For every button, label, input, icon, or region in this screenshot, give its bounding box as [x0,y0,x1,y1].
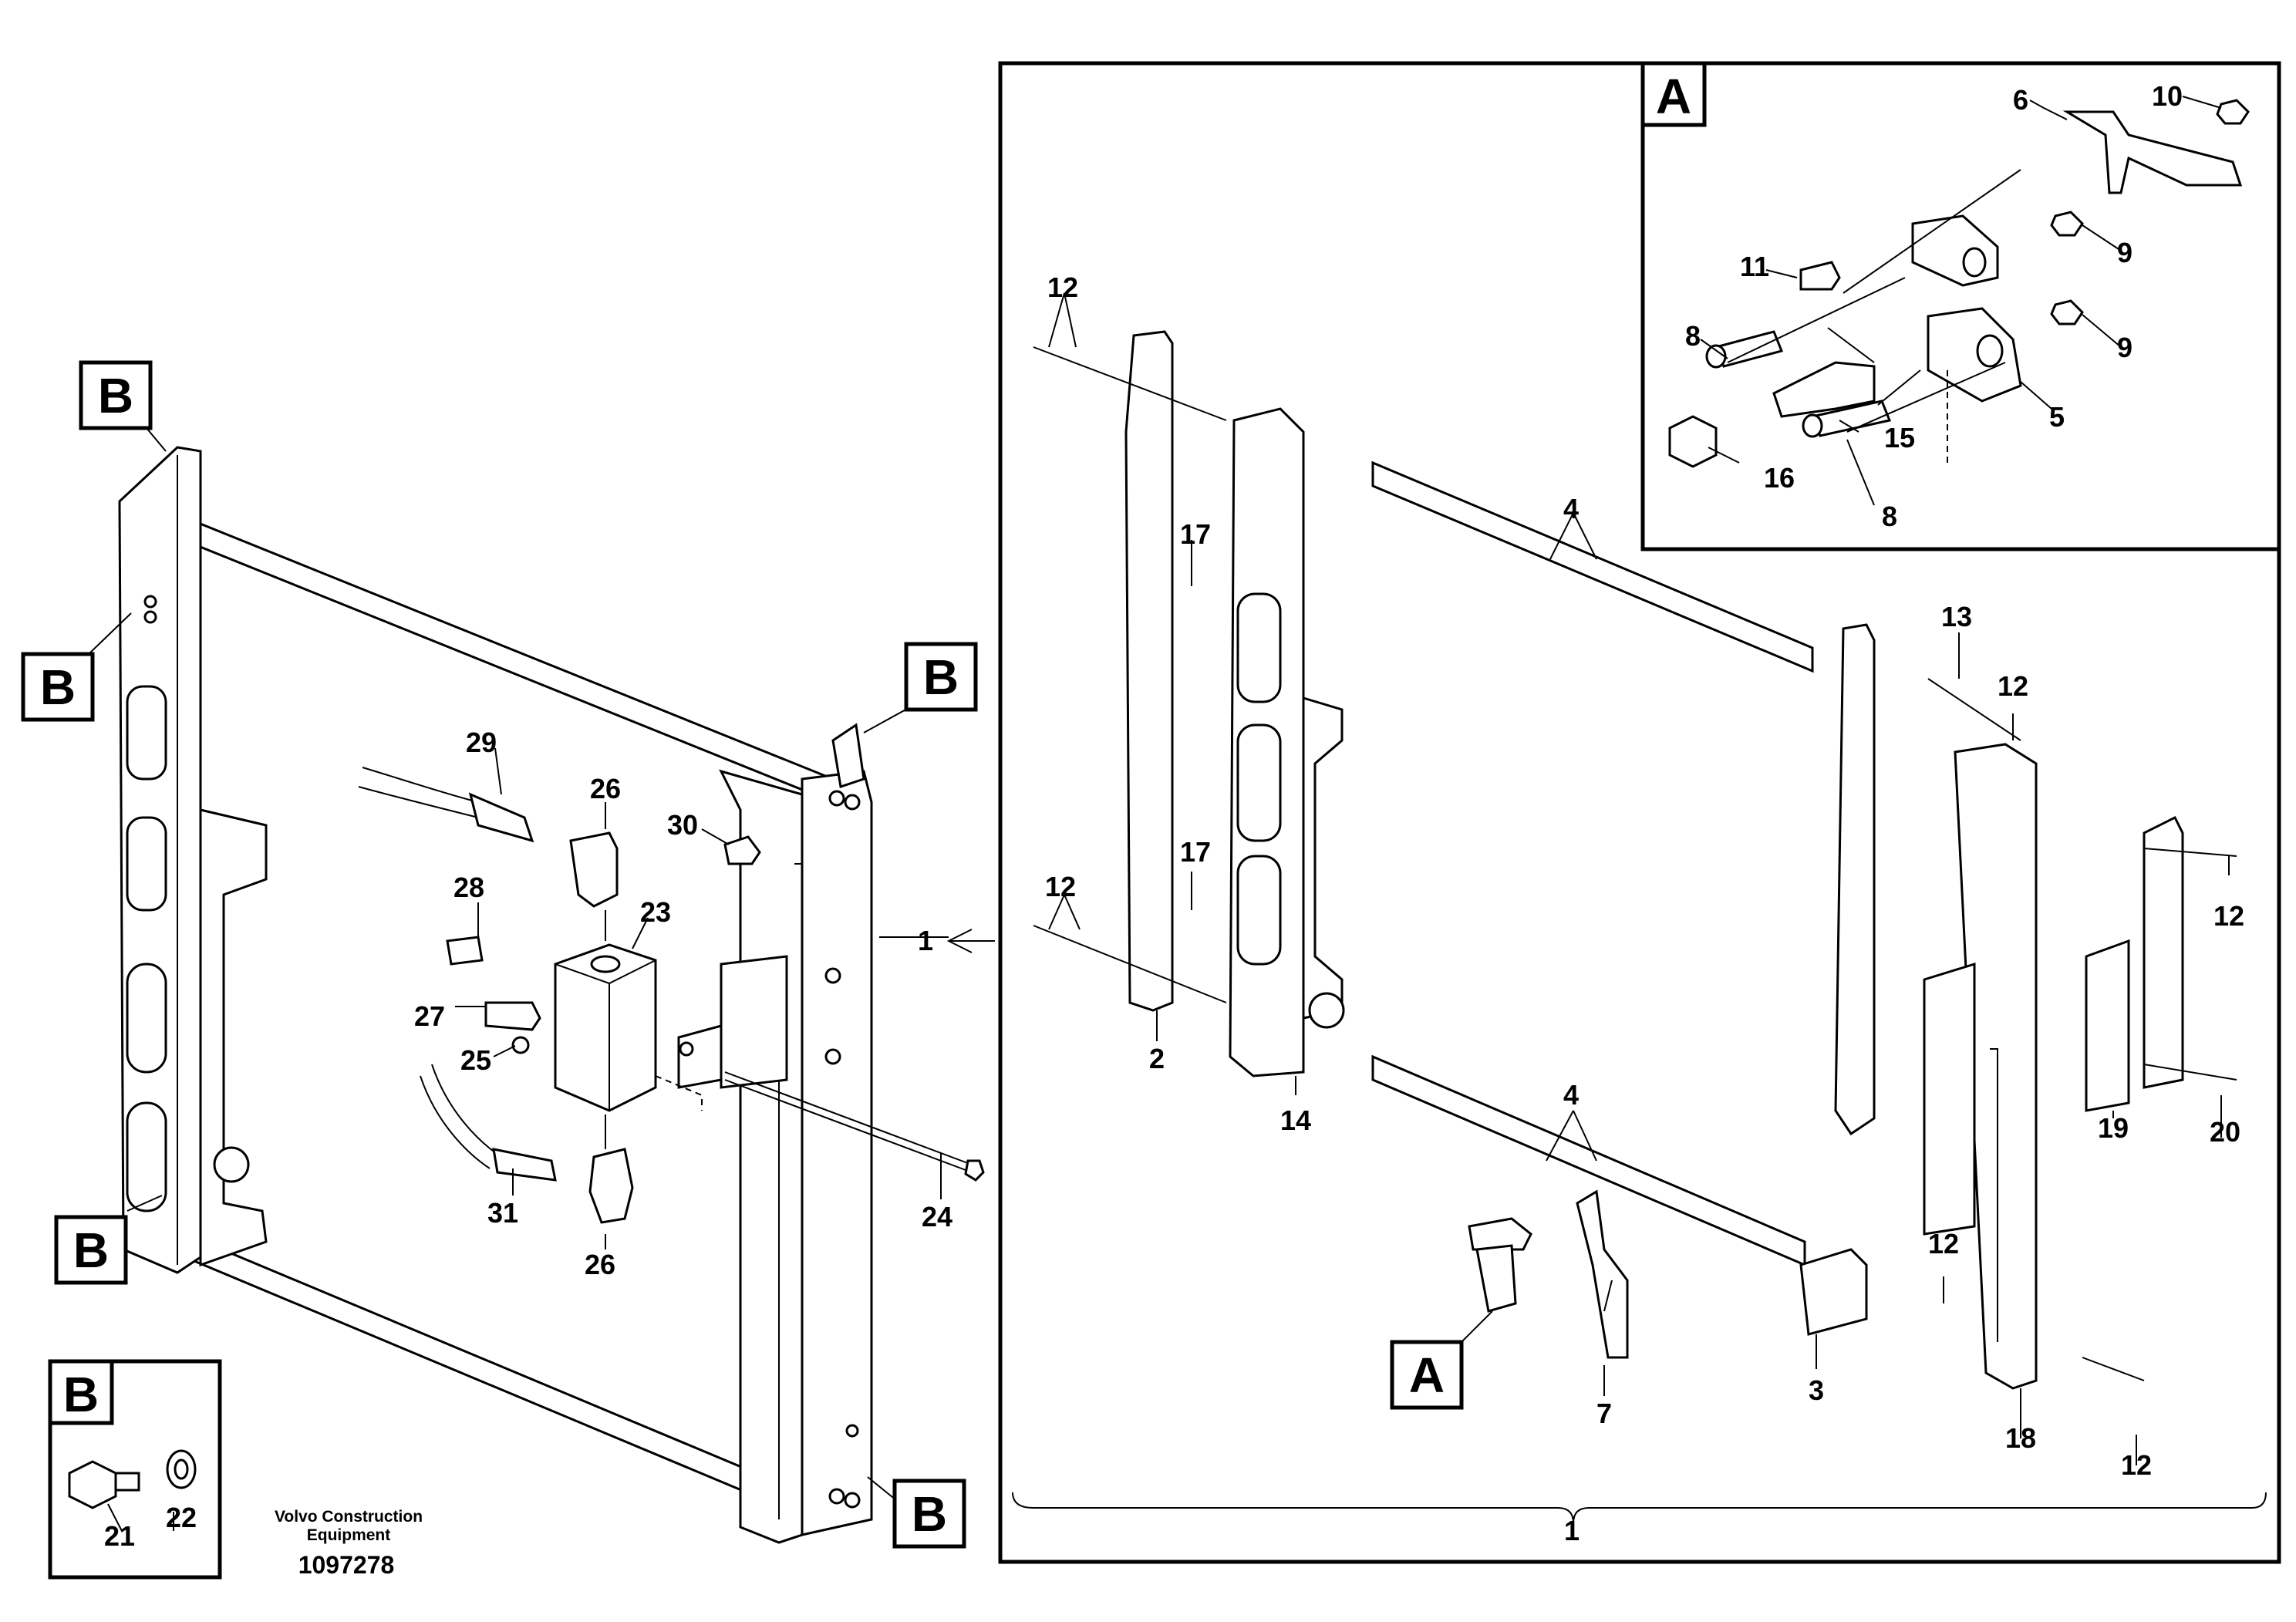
drawing-caption: Volvo Construction Equipment 1097278 [275,1508,423,1579]
callout-8-top: 8 [1685,320,1701,352]
callout-26-bottom: 26 [585,1249,615,1280]
callout-21: 21 [104,1520,135,1552]
callout-12-c: 12 [1998,670,2028,702]
view-tag-a-ref: A [1390,1340,1464,1410]
callout-23: 23 [640,896,671,928]
callout-1-left: 1 [918,925,933,956]
view-tag-b-inset: B [63,1367,99,1422]
drawing-number: 1097278 [298,1551,395,1579]
callout-27: 27 [414,1000,445,1032]
callout-18: 18 [2005,1422,2036,1454]
callout-5: 5 [2049,401,2065,433]
callout-8-bottom: 8 [1882,501,1897,532]
callout-17-b: 17 [1180,836,1211,868]
callout-31: 31 [487,1197,518,1229]
callout-17-a: 17 [1180,518,1211,550]
view-tag-a-inset: A [1656,69,1691,124]
callout-9-top: 9 [2117,237,2132,268]
view-tag-b-1: B [79,360,153,430]
view-tag-letter: A [1656,69,1691,124]
view-tag-b-3: B [904,642,978,712]
callout-12-a: 12 [1047,271,1078,303]
callout-4-top: 4 [1563,493,1579,524]
callout-12-b: 12 [1045,871,1076,902]
callout-1-bottom: 1 [1564,1515,1580,1546]
callout-22: 22 [166,1502,197,1533]
callout-15: 15 [1884,422,1915,454]
view-tag-letter: B [98,368,133,423]
callout-12-f: 12 [2121,1449,2152,1481]
view-tag-b-2: B [21,652,95,722]
view-tag-letter: B [73,1222,109,1278]
callout-24: 24 [922,1201,952,1233]
view-tag-b-5: B [892,1479,966,1549]
company-name-line2: Equipment [307,1526,391,1544]
callout-4-bottom: 4 [1563,1079,1579,1111]
callout-labels: 1 29 26 30 28 23 27 25 31 26 24 21 22 12… [104,80,2244,1552]
callout-16: 16 [1764,462,1795,494]
right-exploded-panel [998,61,2281,1564]
left-frame-assembly [118,446,985,1544]
callout-12-d: 12 [2213,900,2244,932]
view-tags: B B B B B B A A [21,69,1691,1549]
callout-14: 14 [1280,1104,1311,1136]
callout-10: 10 [2152,80,2183,112]
callout-13: 13 [1941,601,1972,632]
callout-29: 29 [466,727,497,758]
company-name-line1: Volvo Construction [275,1508,423,1526]
callout-19: 19 [2098,1112,2129,1144]
detail-b-inset [48,1359,222,1580]
callout-9-bottom: 9 [2117,332,2132,363]
view-tag-letter: B [912,1486,947,1542]
view-tag-letter: A [1409,1347,1445,1403]
callout-20: 20 [2210,1116,2240,1148]
callout-25: 25 [460,1044,491,1076]
leader-lines [88,96,2267,1532]
callout-3: 3 [1809,1374,1824,1406]
callout-26-top: 26 [590,773,621,804]
callout-28: 28 [453,872,484,903]
callout-11: 11 [1740,251,1769,282]
view-tag-letter: B [923,649,959,705]
callout-2: 2 [1149,1043,1165,1074]
callout-7: 7 [1596,1398,1612,1429]
view-tag-letter: B [63,1367,99,1422]
callout-30: 30 [667,809,698,841]
callout-12-e: 12 [1928,1228,1959,1259]
view-tag-letter: B [40,659,76,715]
view-tag-b-4: B [54,1215,128,1285]
callout-6: 6 [2013,84,2028,116]
